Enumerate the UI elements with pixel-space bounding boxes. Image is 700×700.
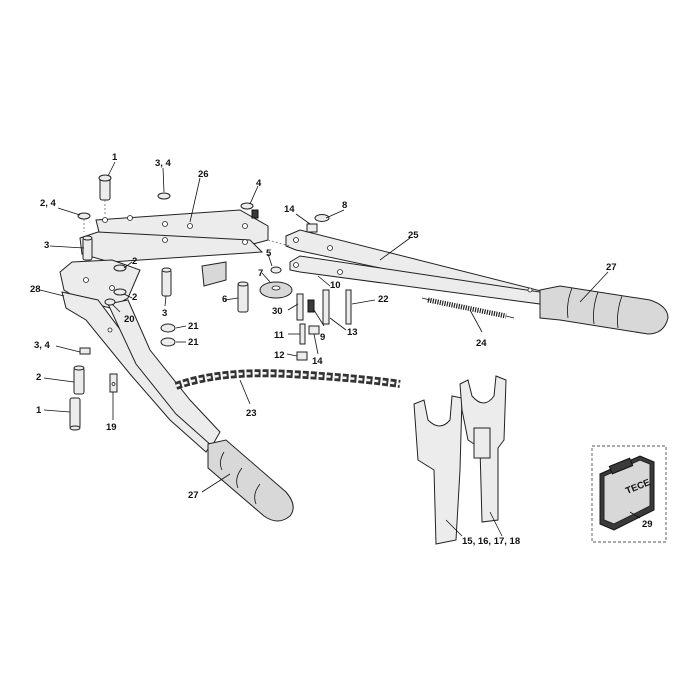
callout-20: 20: [124, 314, 135, 325]
callout-21-a: 21: [188, 321, 199, 332]
pin-13: [322, 289, 330, 325]
callout-11: 11: [274, 330, 285, 341]
spring: [421, 297, 515, 319]
callout-15-18: 15, 16, 17, 18: [462, 536, 520, 547]
callout-2-a: 2: [132, 256, 137, 267]
pin-11: [299, 323, 306, 345]
ring-5: [270, 266, 282, 274]
callout-21-b: 21: [188, 337, 199, 348]
callout-12: 12: [274, 350, 285, 361]
washer-2-4: [77, 212, 91, 232]
callout-1-top: 1: [112, 152, 118, 163]
washer-4: [240, 202, 259, 219]
callout-28: 28: [30, 284, 41, 295]
callout-7: 7: [258, 268, 263, 279]
washer-8: [314, 214, 330, 222]
carry-case: [591, 445, 667, 543]
callout-13: 13: [347, 327, 358, 338]
pin-1-low: [69, 397, 81, 431]
callout-22: 22: [378, 294, 389, 305]
nut-14-top: [306, 223, 318, 233]
upper-handle-arm: [285, 229, 549, 305]
nut-12: [296, 351, 308, 361]
leader-lines: [39, 161, 641, 537]
block-part: [201, 261, 227, 287]
pin-19: [109, 373, 118, 393]
pin-30: [296, 293, 304, 321]
washer-3-4-low: [79, 347, 91, 355]
callout-26: 26: [198, 169, 209, 180]
callout-labels: 1 3, 4 26 4 2, 4 3 28 2 2 3 6 7 5 14 8 2…: [30, 152, 653, 547]
callout-27-lower: 27: [188, 490, 199, 501]
pin-6: [237, 281, 249, 313]
callout-14-top: 14: [284, 204, 295, 215]
callout-27-upper: 27: [606, 262, 617, 273]
washer-3-4-top: [157, 192, 171, 200]
callout-8: 8: [342, 200, 347, 211]
spring-9: [307, 299, 315, 313]
callout-30: 30: [272, 306, 283, 317]
callout-3-left: 3: [44, 240, 49, 251]
pin-1-top: [98, 174, 112, 214]
callout-29: 29: [642, 519, 653, 530]
pin-3-mid: [161, 267, 172, 297]
jaw-inserts: [413, 375, 507, 545]
callout-2-low: 2: [36, 372, 41, 383]
callout-10: 10: [330, 280, 341, 291]
nuts-21: [160, 323, 176, 347]
pin-2-low: [73, 365, 85, 395]
top-plate: [79, 209, 291, 263]
washers-2-mid: [113, 264, 127, 296]
pin-3-left: [82, 235, 93, 261]
callout-3-mid: 3: [162, 308, 167, 319]
grip-upper: [539, 285, 669, 335]
callout-1-low: 1: [36, 405, 42, 416]
callout-3-4-low: 3, 4: [34, 340, 51, 351]
callout-23: 23: [246, 408, 257, 419]
callout-6: 6: [222, 294, 227, 305]
callout-19: 19: [106, 422, 117, 433]
callout-5: 5: [266, 248, 272, 259]
callout-2-4: 2, 4: [40, 198, 57, 209]
callout-2-b: 2: [132, 292, 137, 303]
clip-20: [104, 298, 116, 306]
callout-3-4-top: 3, 4: [155, 158, 172, 169]
lower-main-arm: [59, 259, 221, 453]
cutter-wheel-7: [259, 281, 293, 299]
grip-lower: [207, 439, 294, 522]
callout-4: 4: [256, 178, 262, 189]
nut-14-low: [308, 325, 320, 335]
pin-22: [345, 289, 352, 325]
callout-25: 25: [408, 230, 419, 241]
callout-24: 24: [476, 338, 487, 349]
callout-9: 9: [320, 332, 325, 343]
chain: [174, 369, 401, 390]
callout-14-low: 14: [312, 356, 323, 367]
